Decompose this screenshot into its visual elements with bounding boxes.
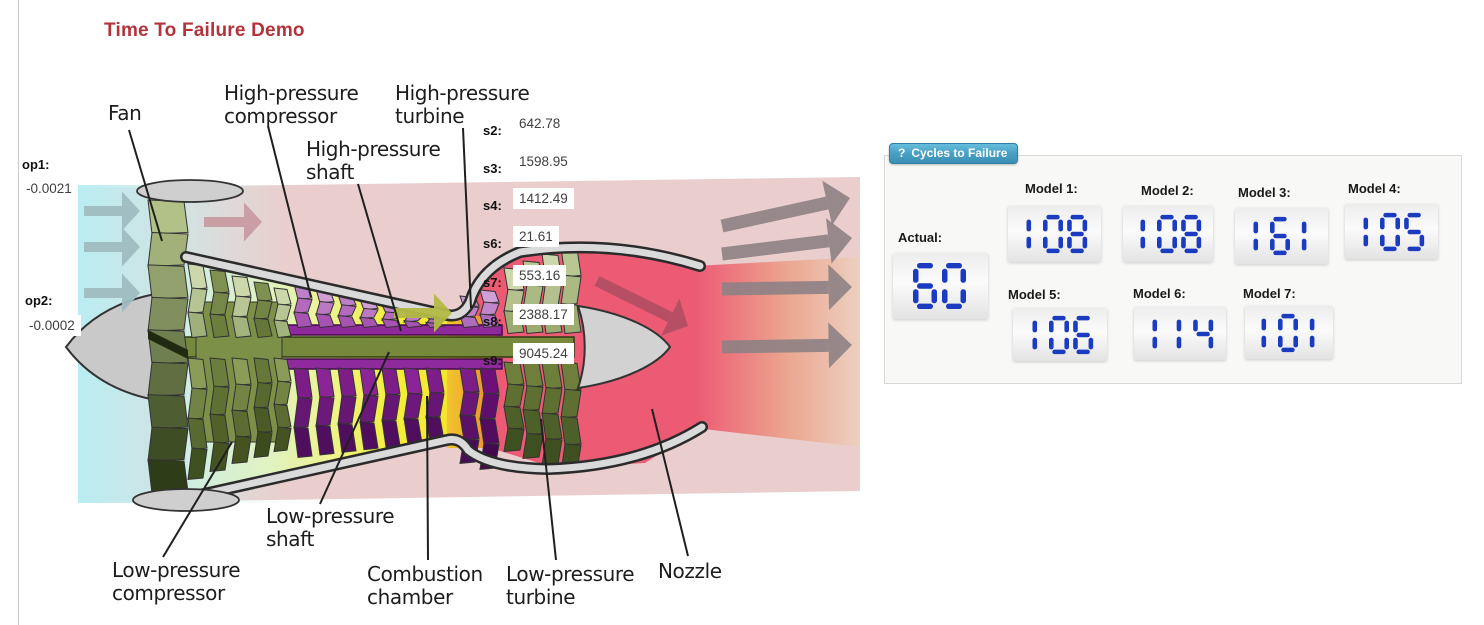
left-border-rule [18, 0, 19, 625]
label-hp-compressor: High-pressure compressor [224, 81, 359, 129]
sensor-s3-label: s3: [483, 161, 502, 176]
op2-label: op2: [25, 293, 53, 308]
model1-label: Model 1: [1025, 181, 1078, 196]
model1-display [1008, 206, 1101, 262]
label-lp-shaft: Low-pressure shaft [266, 504, 395, 552]
model4-label: Model 4: [1348, 181, 1401, 196]
sensor-s4-label: s4: [483, 198, 502, 213]
sensor-s8-label: s8: [483, 314, 502, 329]
model3-label: Model 3: [1238, 185, 1291, 200]
cycles-to-failure-panel: ? Cycles to Failure Actual: Model 1: Mode… [884, 143, 1462, 384]
model6-label: Model 6: [1133, 286, 1186, 301]
model6-display [1134, 307, 1226, 360]
sensor-row-s8: s8: 2388.17 [483, 304, 574, 329]
sensor-s9-value[interactable]: 9045.24 [513, 343, 574, 364]
sensor-row-s6: s6: 21.61 [483, 226, 559, 251]
label-hp-shaft: High-pressure shaft [306, 137, 441, 185]
cycles-to-failure-tab[interactable]: ? Cycles to Failure [889, 143, 1019, 164]
model5-label: Model 5: [1008, 287, 1061, 302]
label-lp-compressor: Low-pressure compressor [112, 558, 241, 606]
model4-display [1345, 204, 1438, 259]
model7-display [1245, 306, 1333, 359]
sensor-row-s9: s9: 9045.24 [483, 343, 574, 368]
label-hp-turbine: High-pressure turbine [395, 81, 530, 129]
op2-value[interactable]: -0.0002 [23, 315, 81, 336]
sensor-s6-label: s6: [483, 236, 502, 251]
sensor-s9-label: s9: [483, 353, 502, 368]
model2-label: Model 2: [1141, 183, 1194, 198]
panel-tab-title: Cycles to Failure [911, 146, 1008, 160]
op1-value[interactable]: -0.0021 [20, 178, 78, 199]
sensor-s7-value[interactable]: 553.16 [513, 265, 567, 286]
actual-label: Actual: [898, 230, 943, 245]
tail-cone [576, 304, 672, 390]
sensor-s2-value[interactable]: 642.78 [513, 113, 567, 134]
sensor-s6-value[interactable]: 21.61 [513, 226, 559, 247]
sensor-s3-value[interactable]: 1598.95 [513, 151, 574, 172]
lp-compressor-blades [187, 263, 292, 481]
page-title: Time To Failure Demo [104, 20, 305, 41]
sensor-s4-value[interactable]: 1412.49 [513, 188, 574, 209]
sensor-row-s2: s2: 642.78 [483, 113, 567, 138]
label-fan: Fan [108, 101, 142, 125]
sensor-s7-label: s7: [483, 275, 502, 290]
sensor-s8-value[interactable]: 2388.17 [513, 304, 574, 325]
label-combustion-chamber: Combustion chamber [367, 562, 483, 610]
actual-display [893, 253, 988, 319]
engine-cowl [180, 241, 708, 504]
model7-label: Model 7: [1243, 286, 1296, 301]
label-nozzle: Nozzle [658, 559, 722, 583]
label-leader-lines [128, 125, 689, 561]
model3-display [1235, 208, 1328, 264]
fan-disc-bottom [132, 488, 240, 512]
fan-disc-top [136, 179, 244, 203]
help-icon[interactable]: ? [898, 146, 906, 160]
label-lp-turbine: Low-pressure turbine [506, 562, 635, 610]
sensor-s2-label: s2: [483, 123, 502, 138]
sensor-row-s4: s4: 1412.49 [483, 188, 574, 213]
fan-hub-slash [148, 330, 188, 359]
model2-display [1123, 206, 1213, 262]
sensor-row-s7: s7: 553.16 [483, 265, 567, 290]
sensor-row-s3: s3: 1598.95 [483, 151, 574, 176]
airflow-arrows [84, 180, 853, 369]
model5-display [1013, 308, 1107, 361]
op1-label: op1: [22, 157, 50, 172]
fan-blades [147, 199, 189, 495]
turbofan-engine-diagram [64, 125, 860, 561]
